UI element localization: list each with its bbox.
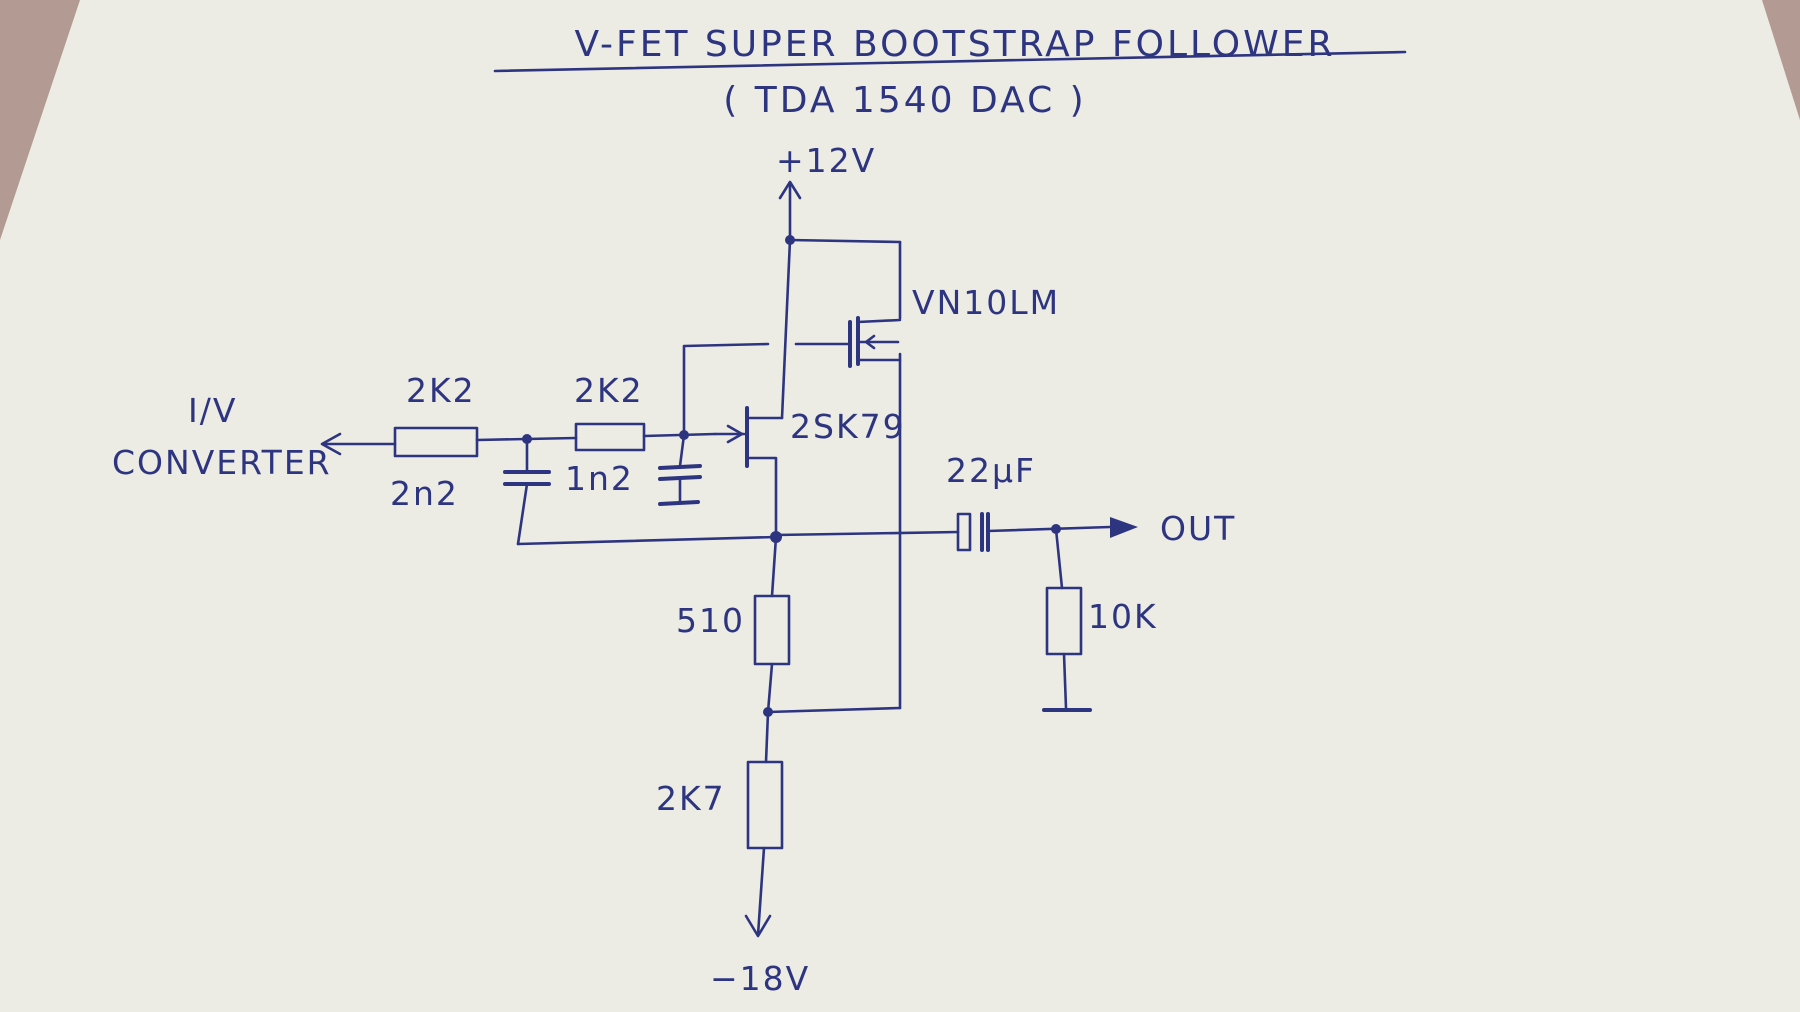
jfet-transistor — [713, 406, 784, 537]
input-label-line1: I/V — [188, 391, 237, 430]
c-out-label: 22μF — [946, 451, 1036, 490]
wire-supply-to-vfet — [788, 238, 902, 244]
output-label: OUT — [1160, 509, 1236, 548]
wire-source-to-cout — [774, 530, 960, 537]
negative-supply-arrow — [744, 846, 772, 938]
wire-load-ground — [1062, 652, 1068, 710]
jfet-label: 2SK79 — [790, 407, 906, 446]
r-in2-label: 2K2 — [574, 371, 644, 410]
r-bias-label: 2K7 — [656, 779, 726, 818]
c-in1-label: 2n2 — [390, 474, 459, 513]
input-label-line2: CONVERTER — [112, 443, 332, 482]
c-in2-label: 1n2 — [565, 459, 634, 498]
capacitor-c-out — [956, 512, 990, 552]
r-load-label: 10K — [1088, 597, 1158, 636]
output-arrow — [1110, 517, 1138, 538]
wire-r-source-bottom — [766, 662, 774, 714]
r-source-label: 510 — [676, 601, 745, 640]
wire-vfet-gate — [682, 342, 770, 436]
vfet-label: VN10LM — [912, 283, 1060, 322]
wire-jfet-drain — [780, 238, 792, 420]
wire-bootstrap-return — [516, 535, 778, 546]
capacitor-c-in1 — [503, 437, 551, 546]
r-in1-label: 2K2 — [406, 371, 476, 410]
diagram-title: V-FET SUPER BOOTSTRAP FOLLOWER — [575, 24, 1336, 65]
wire-cout-to-out — [986, 525, 1112, 533]
title-underline — [493, 50, 1407, 73]
wire-bias-down — [764, 710, 770, 764]
supply-negative-label: −18V — [710, 959, 810, 998]
resistor-r-in1 — [393, 426, 479, 458]
diagram-subtitle: ( TDA 1540 DAC ) — [723, 80, 1086, 121]
wire-source-down — [770, 535, 778, 598]
supply-positive-label: +12V — [776, 141, 876, 180]
wire-bias-to-vfet — [766, 706, 902, 714]
capacitor-c-in2 — [658, 433, 702, 506]
positive-supply-arrow — [778, 180, 802, 242]
wire-load-top — [1054, 527, 1064, 590]
input-arrow — [320, 432, 397, 456]
